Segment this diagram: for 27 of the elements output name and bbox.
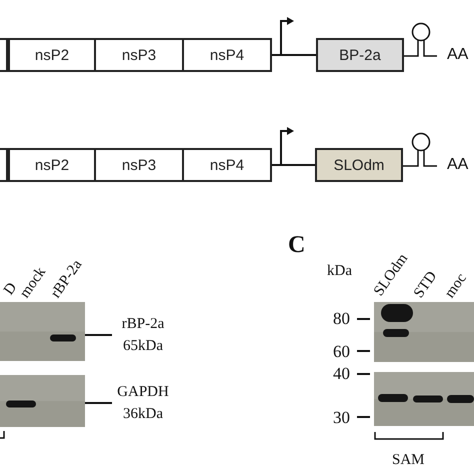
gene-box: nsP4 — [182, 38, 272, 72]
leader-line — [85, 402, 112, 404]
panel-letter: C — [288, 233, 306, 257]
sequence-label: AA — [447, 157, 468, 173]
connector-line — [272, 164, 315, 166]
gene-box: nsP4 — [182, 148, 272, 182]
gene-box: nsP2 — [8, 148, 96, 182]
band-label: GAPDH 36kDa — [112, 381, 174, 425]
gene-box: SLOdm — [315, 148, 403, 182]
gene-box — [0, 38, 8, 72]
gene-box: nsP2 — [8, 38, 96, 72]
connector-line — [272, 54, 316, 56]
leader-line — [85, 334, 112, 336]
group-label: SAM — [392, 452, 425, 468]
sequence-label: AA — [447, 47, 468, 63]
gene-box: BP-2a — [316, 38, 404, 72]
axis-label: kDa — [327, 263, 352, 279]
marker-size-label: 30 — [333, 410, 350, 426]
lane-label: D — [0, 280, 20, 298]
lane-label: moc — [442, 270, 470, 301]
marker-size-label: 80 — [333, 311, 350, 327]
band-label: rBP-2a 65kDa — [112, 313, 174, 357]
gene-box: nsP3 — [94, 38, 184, 72]
marker-size-label: 40 — [333, 366, 350, 382]
gene-box: nsP3 — [94, 148, 184, 182]
gene-box — [0, 148, 8, 182]
marker-size-label: 60 — [333, 344, 350, 360]
